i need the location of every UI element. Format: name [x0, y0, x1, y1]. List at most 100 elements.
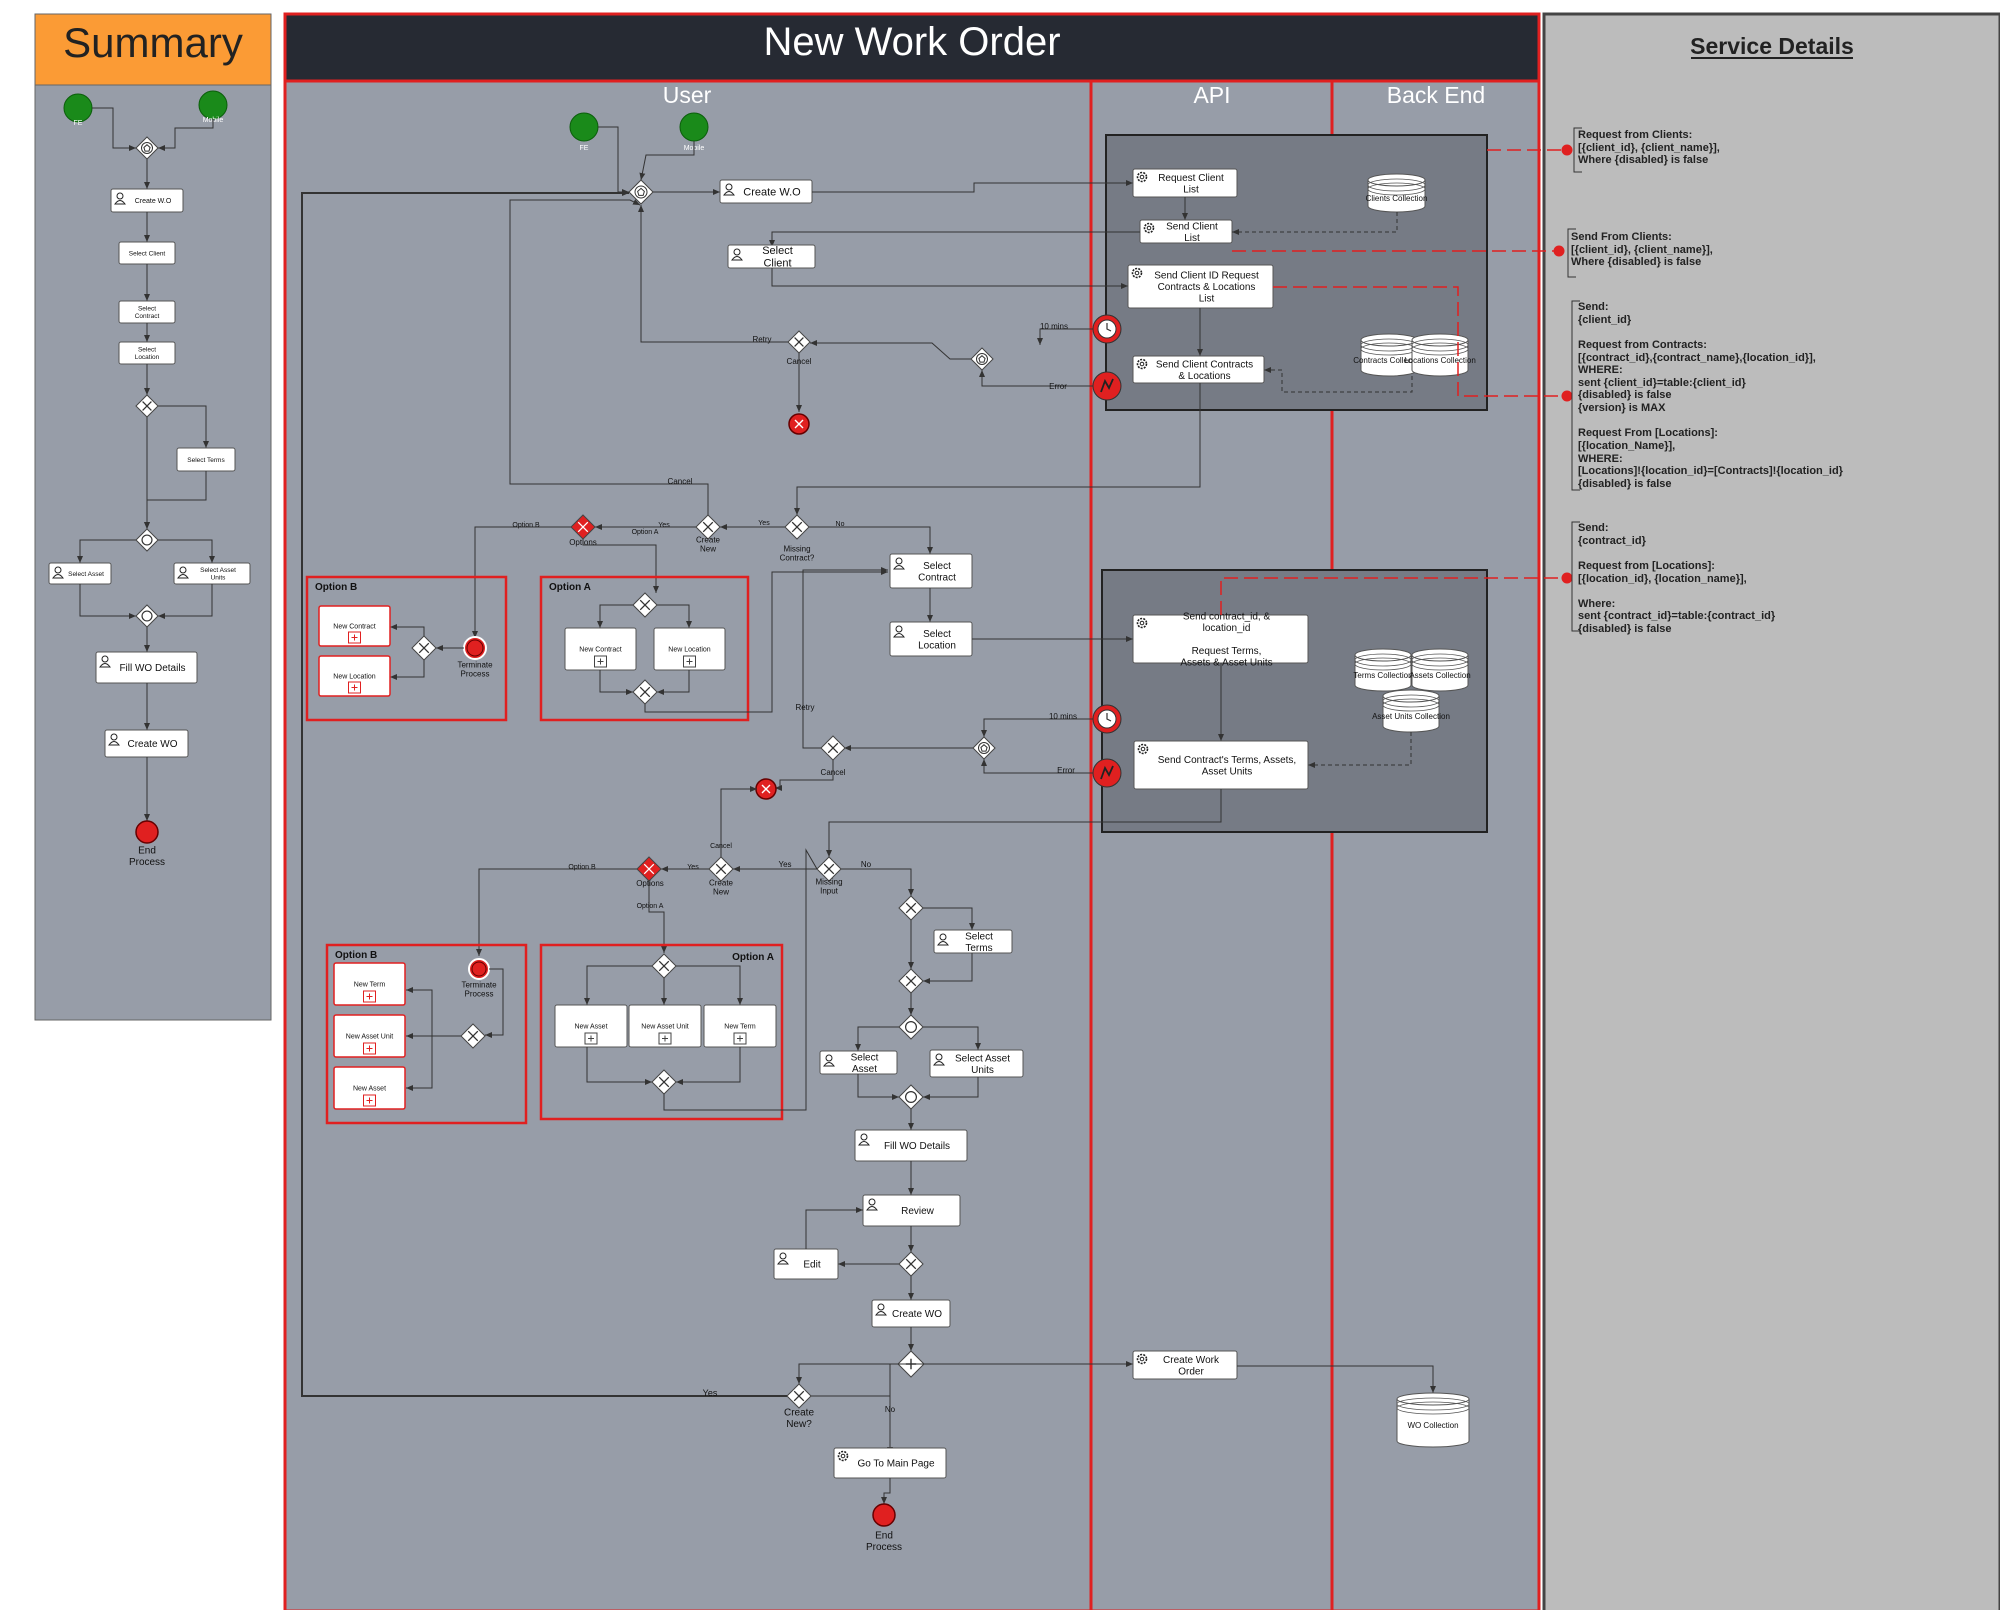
connector-line [923, 1077, 979, 1100]
user-icon-head [895, 557, 903, 565]
task-box[interactable]: Select Terms [176, 447, 236, 472]
task-box[interactable]: New Asset Unit [333, 1014, 406, 1058]
task-rect[interactable] [333, 962, 406, 1006]
task-box[interactable]: Go To Main Page [833, 1447, 947, 1479]
task-box[interactable]: Fill WO Details [95, 651, 198, 684]
task-box[interactable]: New Contract [318, 605, 391, 647]
gateway-x [651, 953, 677, 979]
connector-line [1264, 367, 1413, 393]
gateway-x [784, 514, 810, 540]
connector-line [158, 405, 209, 448]
flow-label: Options [636, 879, 664, 888]
task-box[interactable]: New Asset [333, 1066, 406, 1110]
user-icon-body [875, 1311, 887, 1316]
connector-line [158, 119, 214, 151]
task-rect[interactable] [554, 1004, 628, 1048]
task-rect[interactable] [929, 1049, 1024, 1078]
subprocess-marker [363, 990, 376, 1003]
task-box[interactable]: Fill WO Details [854, 1129, 968, 1162]
user-icon-body [937, 941, 949, 946]
summary-title: Summary [63, 19, 243, 66]
flow-label: No [836, 521, 845, 528]
task-box[interactable]: Create WO [871, 1299, 951, 1328]
connector-line [812, 180, 1133, 193]
user-icon-head [179, 566, 187, 574]
task-rect[interactable] [318, 605, 391, 647]
task-box[interactable]: New Location [318, 655, 391, 697]
task-box[interactable]: Create W.O [110, 188, 184, 213]
start-event[interactable] [569, 112, 599, 142]
option-b-box [305, 575, 508, 722]
x-mark [905, 975, 917, 987]
cylinder-body [1411, 340, 1469, 377]
flow-label: 10 mins [1049, 712, 1077, 721]
service-link-dot [1561, 390, 1573, 402]
user-icon-body [858, 1141, 870, 1146]
connector-line [923, 1026, 981, 1050]
task-label: Go To Main Page [857, 1459, 935, 1470]
flow-label: Option A [637, 903, 664, 910]
start-event[interactable] [198, 90, 228, 120]
lightning-icon [1100, 765, 1114, 780]
task-rect[interactable] [628, 1004, 702, 1048]
task-box[interactable]: Select Client [118, 241, 176, 265]
gateway-x [632, 679, 658, 705]
gear-icon-teeth [1137, 743, 1149, 755]
user-icon-head [116, 192, 124, 200]
cylinder-top [1411, 648, 1469, 662]
gear-icon-teeth [1136, 171, 1148, 183]
task-box[interactable]: Create W.O [719, 179, 813, 204]
task-box[interactable]: New Contract [564, 627, 637, 671]
task-box[interactable]: Select Asset [48, 562, 112, 585]
user-icon-head [935, 1053, 943, 1061]
connector-line [79, 584, 136, 619]
plus-icon [366, 1045, 373, 1052]
collection-label: Clients Collection [1366, 194, 1428, 203]
task-box[interactable]: New Asset [554, 1004, 628, 1048]
task-box[interactable]: Send Contract's Terms, Assets,Asset Unit… [1133, 740, 1309, 790]
pentagon-mark [978, 355, 986, 363]
service-note: Send: {contract_id} Request from [Locati… [1578, 522, 1776, 636]
task-box[interactable]: New Location [653, 627, 726, 671]
service-link-dot [1561, 144, 1573, 156]
start-event[interactable] [63, 93, 93, 123]
task-rect[interactable] [889, 553, 973, 589]
service-title: Service Details [1690, 33, 1854, 59]
task-rect[interactable] [318, 655, 391, 697]
x-mark [577, 521, 589, 533]
gateway-event [972, 736, 996, 760]
task-rect[interactable] [333, 1066, 406, 1110]
task-rect[interactable] [333, 1014, 406, 1058]
task-box[interactable]: Send Client Contracts& Locations [1132, 355, 1265, 384]
task-rect[interactable] [933, 929, 1013, 954]
connector-line [841, 868, 914, 896]
task-rect[interactable] [1132, 355, 1265, 384]
user-icon-head [895, 625, 903, 633]
task-rect[interactable] [1132, 1350, 1238, 1380]
task-box[interactable]: New Asset Unit [628, 1004, 702, 1048]
task-box[interactable]: New Term [333, 962, 406, 1006]
start-event[interactable] [679, 112, 709, 142]
cylinder-ring [1367, 182, 1426, 196]
service-panel [1542, 12, 2000, 1610]
task-label: Create WO [127, 739, 177, 750]
gateway-x [460, 1023, 486, 1049]
backend-lane [1330, 79, 1541, 1610]
connector-line [857, 1074, 899, 1100]
task-box[interactable]: New Term [703, 1004, 777, 1048]
